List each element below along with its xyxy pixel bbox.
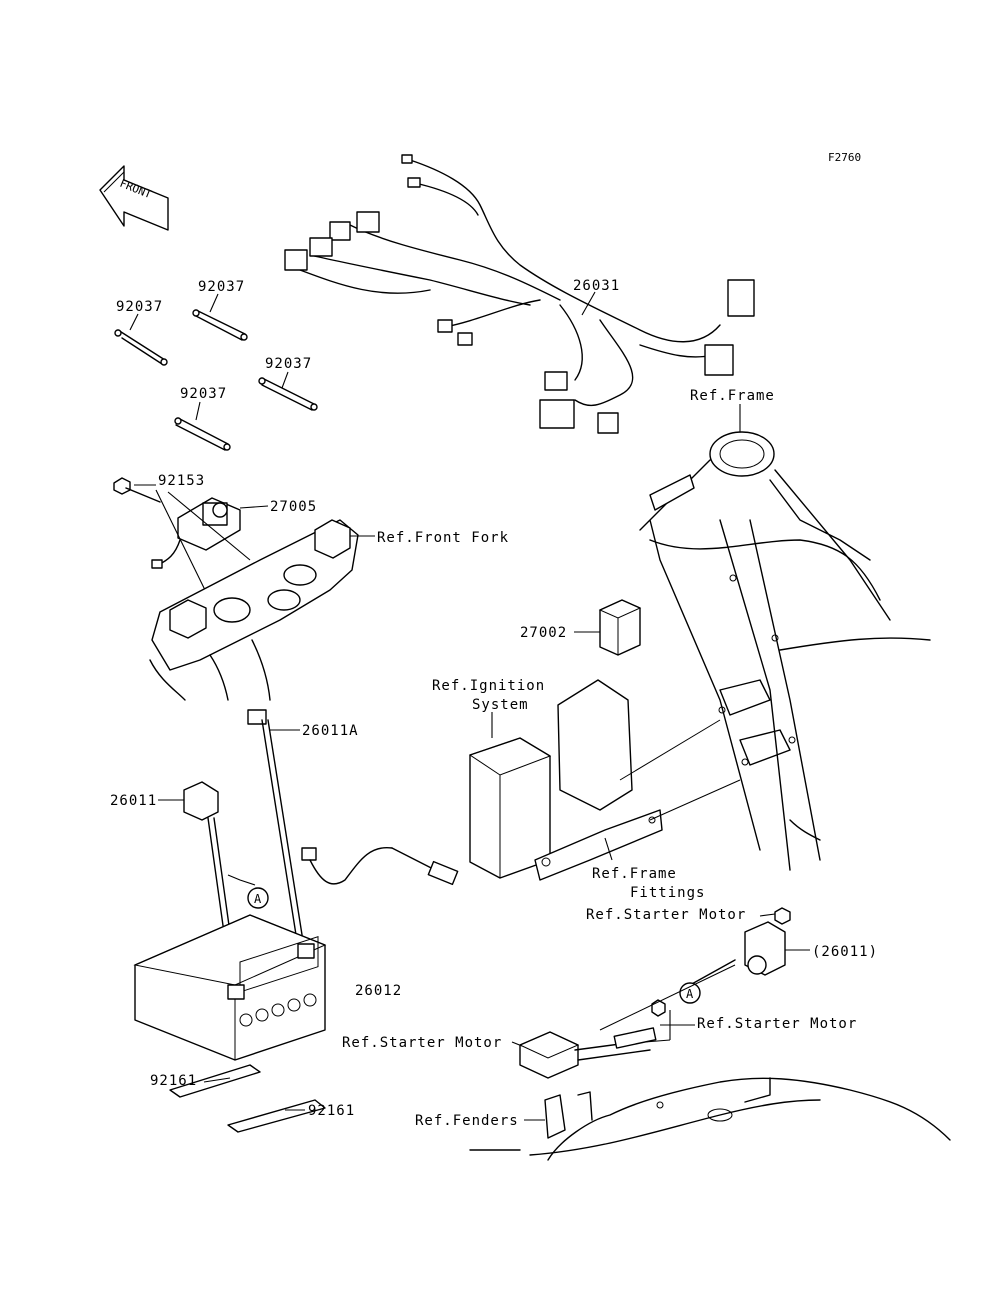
starter-relay-mount: [518, 964, 736, 1079]
battery-26012: [133, 914, 327, 1061]
callout-a-1: [247, 887, 269, 909]
cable-26011a: [247, 709, 459, 961]
label-26011: 26011: [110, 793, 157, 809]
label-92037-b: 92037: [198, 279, 245, 295]
relay-27002: [598, 599, 642, 656]
main-harness: [284, 154, 755, 434]
label-ref-starter-motor-left: Ref.Starter Motor: [342, 1035, 502, 1051]
label-ref-starter-motor-top: Ref.Starter Motor: [586, 907, 746, 923]
cable-92037-d: [174, 417, 231, 451]
cable-92037-a: [114, 329, 168, 366]
callout-a-1-label: A: [254, 892, 262, 906]
callout-a-2: [679, 982, 701, 1004]
label-92037-d: 92037: [180, 386, 227, 402]
label-92161-b: 92161: [308, 1103, 355, 1119]
fender: [469, 1077, 951, 1161]
label-ref-starter-motor-right: Ref.Starter Motor: [697, 1016, 857, 1032]
label-27002: 27002: [520, 625, 567, 641]
ignition-unit: [468, 679, 741, 881]
pad-92161-b: [227, 1099, 326, 1133]
pad-92161-a: [169, 1064, 261, 1098]
frame: [639, 431, 931, 871]
cable-92037-c: [258, 377, 318, 411]
label-ref-frame-fittings-2: Fittings: [630, 885, 705, 901]
label-92161-a: 92161: [150, 1073, 197, 1089]
starter-relay-26011: [689, 907, 791, 986]
label-ref-front-fork: Ref.Front Fork: [377, 530, 509, 546]
label-ref-ignition-2: System: [472, 697, 529, 713]
switch-27005: [151, 497, 241, 569]
label-26011a: 26011A: [302, 723, 359, 739]
front-arrow-icon: FRONT: [99, 165, 169, 231]
label-ref-frame: Ref.Frame: [690, 388, 775, 404]
label-ref-frame-fittings-1: Ref.Frame: [592, 866, 677, 882]
bolt-92153: [113, 477, 161, 503]
label-26012: 26012: [355, 983, 402, 999]
label-ref-ignition-1: Ref.Ignition: [432, 678, 545, 694]
label-26011-paren: (26011): [812, 944, 878, 960]
label-26031: 26031: [573, 278, 620, 294]
label-92037-a: 92037: [116, 299, 163, 315]
label-27005: 27005: [270, 499, 317, 515]
label-92153: 92153: [158, 473, 205, 489]
cable-92037-b: [192, 309, 248, 341]
label-92037-c: 92037: [265, 356, 312, 372]
callout-a-2-label: A: [686, 987, 694, 1001]
top-clamp: [149, 519, 359, 701]
label-ref-fenders: Ref.Fenders: [415, 1113, 519, 1129]
figure-code: F2760: [828, 151, 861, 164]
